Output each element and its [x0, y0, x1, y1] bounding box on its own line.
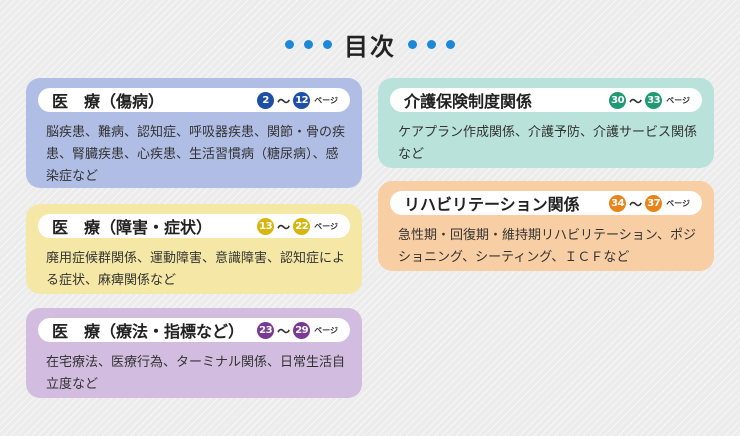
- right-dots-decoration: [408, 39, 455, 49]
- page-from-badge: 13: [257, 217, 275, 235]
- range-tilde: ～: [277, 94, 291, 110]
- card-description: 急性期・回復期・維持期リハビリテーション、ポジショニング、シーティング、ＩＣＦな…: [398, 228, 696, 265]
- page-to-badge: 37: [645, 194, 663, 212]
- page-from-badge: 34: [609, 194, 627, 212]
- page-suffix: ページ: [314, 325, 338, 335]
- card-title: 医 療（障害・症状）: [52, 218, 213, 237]
- toc-card-medical-disability[interactable]: 医 療（障害・症状） 13 ～ 22 ページ 廃用症候群関係、運動障害、意識障害…: [26, 204, 362, 294]
- left-dots-decoration: [285, 39, 332, 49]
- page-suffix: ページ: [314, 221, 338, 231]
- card-header: リハビリテーション関係 34 ～ 37 ページ: [390, 191, 702, 215]
- dot-icon: [446, 39, 455, 49]
- range-tilde: ～: [629, 94, 643, 110]
- page-to-badge: 33: [645, 91, 663, 109]
- dot-icon: [408, 39, 417, 49]
- card-header: 介護保険制度関係 30 ～ 33 ページ: [390, 88, 702, 112]
- card-description: 在宅療法、医療行為、ターミナル関係、日常生活自立度など: [46, 355, 346, 392]
- page-range: 13 ～ 22 ページ: [257, 217, 338, 236]
- toc-card-rehabilitation[interactable]: リハビリテーション関係 34 ～ 37 ページ 急性期・回復期・維持期リハビリテ…: [378, 181, 714, 271]
- page-to-badge: 29: [293, 321, 311, 339]
- page-to-badge: 22: [293, 217, 311, 235]
- dot-icon: [427, 39, 436, 49]
- page-from-badge: 2: [257, 91, 275, 109]
- dot-icon: [323, 39, 332, 49]
- range-tilde: ～: [277, 220, 291, 236]
- card-header: 医 療（傷病） 2 ～ 12 ページ: [38, 88, 350, 112]
- card-title: 介護保険制度関係: [404, 92, 533, 111]
- card-title: 医 療（療法・指標など）: [52, 322, 245, 341]
- card-description: 脳疾患、難病、認知症、呼吸器疾患、関節・骨の疾患、腎臓疾患、心疾患、生活習慣病（…: [46, 125, 346, 184]
- page-from-badge: 30: [609, 91, 627, 109]
- card-description: ケアプラン作成関係、介護予防、介護サービス関係など: [398, 125, 698, 162]
- page-range: 34 ～ 37 ページ: [609, 194, 690, 213]
- card-description: 廃用症候群関係、運動障害、意識障害、認知症による症状、麻痺関係など: [46, 251, 346, 288]
- page-suffix: ページ: [666, 95, 690, 105]
- card-title: リハビリテーション関係: [404, 195, 580, 214]
- card-header: 医 療（障害・症状） 13 ～ 22 ページ: [38, 214, 350, 238]
- toc-card-medical-disease[interactable]: 医 療（傷病） 2 ～ 12 ページ 脳疾患、難病、認知症、呼吸器疾患、関節・骨…: [26, 78, 362, 188]
- page-suffix: ページ: [314, 95, 338, 105]
- page-title: 目次: [344, 32, 396, 61]
- toc-card-care-insurance[interactable]: 介護保険制度関係 30 ～ 33 ページ ケアプラン作成関係、介護予防、介護サー…: [378, 78, 714, 168]
- page-from-badge: 23: [257, 321, 275, 339]
- page-range: 23 ～ 29 ページ: [257, 321, 338, 340]
- page-to-badge: 12: [293, 91, 311, 109]
- page-range: 2 ～ 12 ページ: [257, 91, 338, 110]
- dot-icon: [304, 39, 313, 49]
- range-tilde: ～: [277, 324, 291, 340]
- toc-header: 目次: [0, 26, 740, 62]
- dot-icon: [285, 39, 294, 49]
- page-suffix: ページ: [666, 198, 690, 208]
- card-header: 医 療（療法・指標など） 23 ～ 29 ページ: [38, 318, 350, 342]
- range-tilde: ～: [629, 197, 643, 213]
- page-range: 30 ～ 33 ページ: [609, 91, 690, 110]
- toc-card-medical-therapy[interactable]: 医 療（療法・指標など） 23 ～ 29 ページ 在宅療法、医療行為、ターミナル…: [26, 308, 362, 398]
- card-title: 医 療（傷病）: [52, 92, 165, 111]
